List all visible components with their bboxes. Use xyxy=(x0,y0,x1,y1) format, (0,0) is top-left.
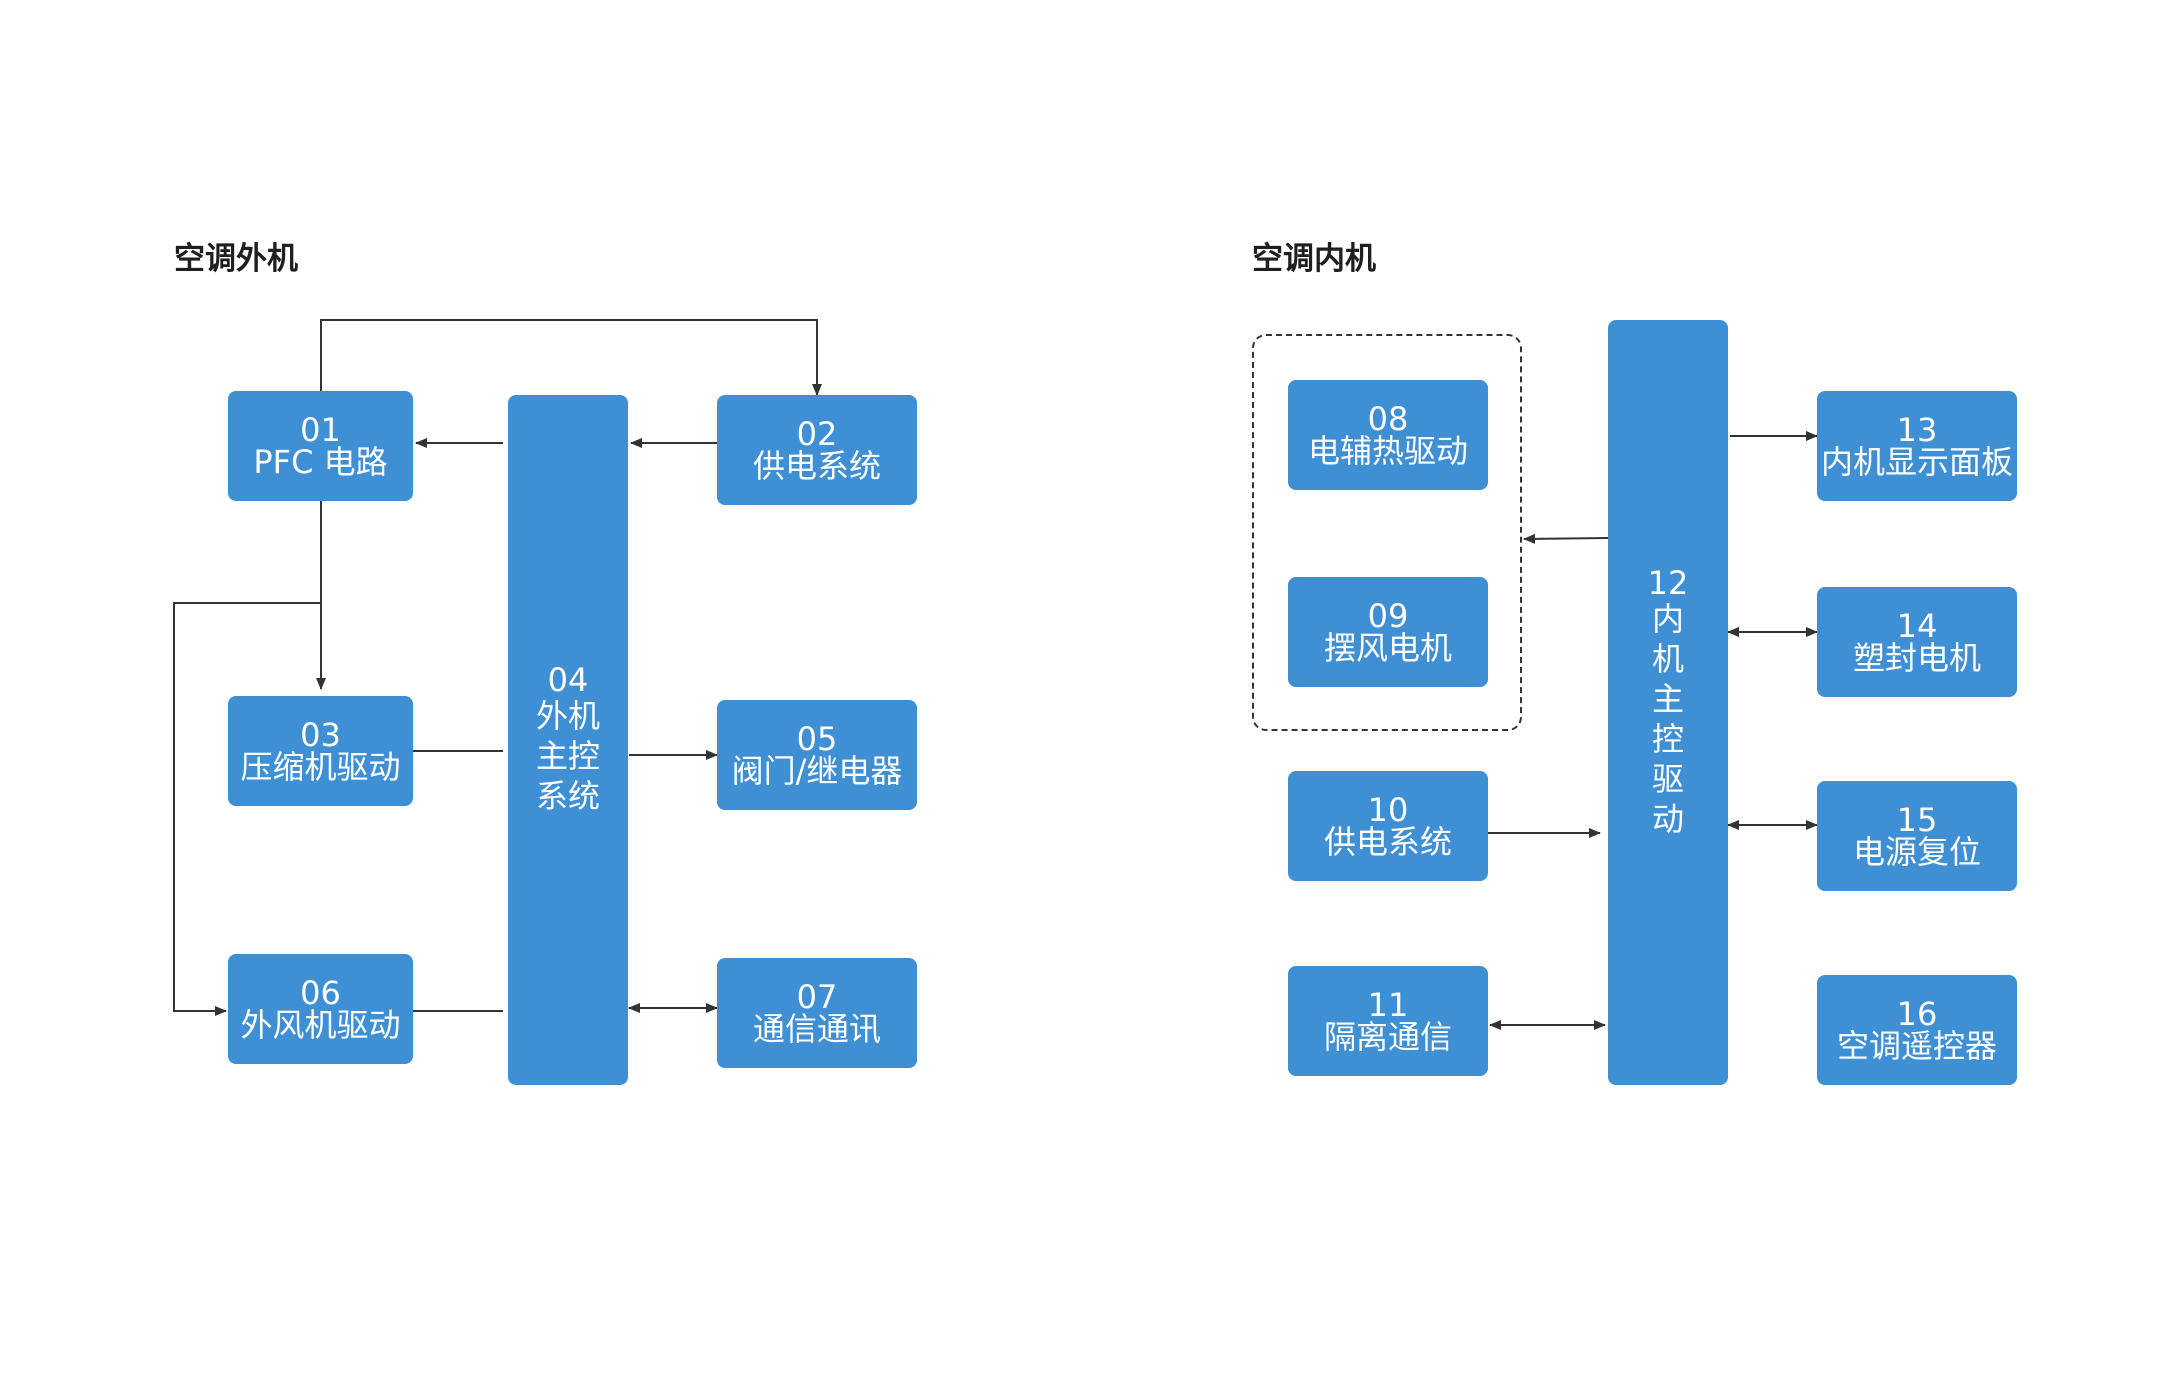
block-number: 08 xyxy=(1367,400,1409,438)
block-16-ac-remote-control: 16 空调遥控器 xyxy=(1817,975,2017,1085)
block-03-compressor-drive: 03 压缩机驱动 xyxy=(228,696,413,806)
block-11-isolated-communication: 11 隔离通信 xyxy=(1288,966,1488,1076)
block-number: 05 xyxy=(796,720,838,758)
block-06-outdoor-fan-drive: 06 外风机驱动 xyxy=(228,954,413,1064)
outdoor-unit-title: 空调外机 xyxy=(174,241,298,277)
block-label: 电辅热驱动 xyxy=(1307,432,1468,470)
block-number: 14 xyxy=(1896,607,1938,645)
block-02-power-supply: 02 供电系统 xyxy=(717,395,917,505)
block-number: 13 xyxy=(1896,411,1938,449)
block-label: 供电系统 xyxy=(752,447,881,485)
block-number: 10 xyxy=(1367,791,1409,829)
indoor-unit-title: 空调内机 xyxy=(1252,241,1376,277)
block-label: 阀门/继电器 xyxy=(731,752,903,790)
block-13-indoor-display-panel: 13 内机显示面板 xyxy=(1817,391,2017,501)
block-12-indoor-main-control-drive: 12 内机主控驱动 xyxy=(1608,320,1728,1085)
block-label: 塑封电机 xyxy=(1852,639,1981,677)
wire-01-to-06 xyxy=(173,602,321,1016)
wire-01-to-02 xyxy=(320,319,822,396)
heater-swing-group xyxy=(1252,334,1522,731)
block-label: 隔离通信 xyxy=(1323,1018,1452,1056)
block-label: 内机显示面板 xyxy=(1820,443,2013,481)
block-14-sealed-motor: 14 塑封电机 xyxy=(1817,587,2017,697)
block-number: 03 xyxy=(300,716,341,754)
block-number: 16 xyxy=(1896,995,1938,1033)
block-number: 01 xyxy=(300,411,341,449)
block-label: 压缩机驱动 xyxy=(240,748,401,786)
block-label: 外风机驱动 xyxy=(240,1006,401,1044)
block-label: PFC 电路 xyxy=(253,443,388,481)
block-04-outdoor-main-control: 04 外机主控系统 xyxy=(508,395,628,1085)
block-10-power-supply: 10 供电系统 xyxy=(1288,771,1488,881)
block-number: 11 xyxy=(1367,986,1409,1024)
block-number: 12 xyxy=(1647,563,1689,602)
block-07-communication: 07 通信通讯 xyxy=(717,958,917,1068)
block-08-electric-heater-drive: 08 电辅热驱动 xyxy=(1288,380,1488,490)
block-09-swing-motor: 09 摆风电机 xyxy=(1288,577,1488,687)
wire-12-to-heater-group xyxy=(1523,533,1609,544)
block-label: 电源复位 xyxy=(1852,833,1981,871)
block-01-pfc-circuit: 01 PFC 电路 xyxy=(228,391,413,501)
block-number: 02 xyxy=(796,415,838,453)
block-number: 07 xyxy=(796,978,838,1016)
block-number: 04 xyxy=(547,661,589,699)
block-label: 摆风电机 xyxy=(1323,629,1452,667)
block-label: 内机主控驱动 xyxy=(1651,599,1684,838)
block-05-valve-relay: 05 阀门/继电器 xyxy=(717,700,917,810)
block-number: 09 xyxy=(1367,597,1409,635)
block-label: 供电系统 xyxy=(1323,823,1452,861)
block-label: 外机主控系统 xyxy=(535,697,600,815)
block-number: 15 xyxy=(1896,801,1938,839)
block-label: 空调遥控器 xyxy=(1836,1027,1997,1065)
block-label: 通信通讯 xyxy=(752,1010,881,1048)
block-15-power-reset: 15 电源复位 xyxy=(1817,781,2017,891)
block-number: 06 xyxy=(300,974,341,1012)
